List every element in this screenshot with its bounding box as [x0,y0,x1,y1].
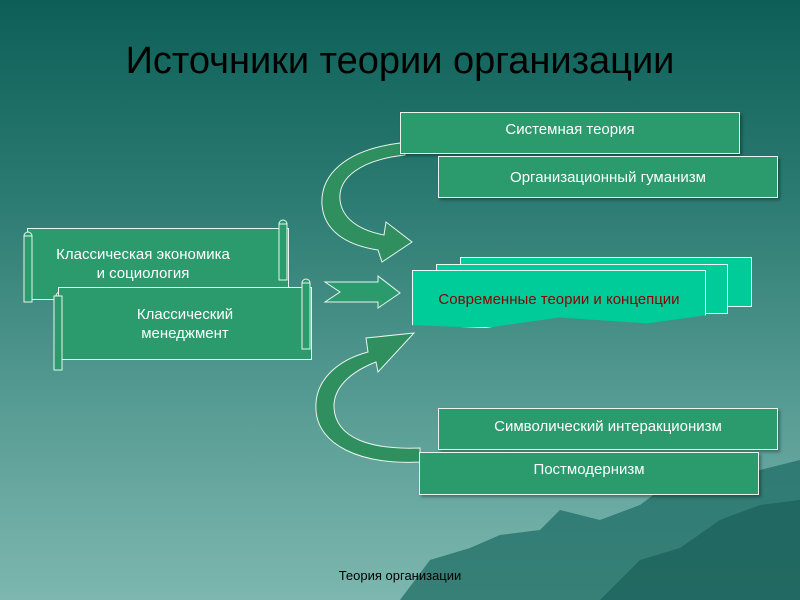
footer-text: Теория организации [338,568,462,583]
top-curved-arrow [321,142,413,263]
scroll-classical-management: Классический менеджмент [58,287,312,360]
box-org-humanism: Организационный гуманизм [438,156,778,198]
bottom-curved-arrow [315,332,421,463]
box-systems-theory: Системная теория [400,112,740,154]
box-symbolic-interactionism-label: Символический интеракционизм [494,418,722,435]
scroll-classical-management-label: Классический менеджмент [136,305,234,342]
small-right-arrow [323,274,401,309]
box-org-humanism-label: Организационный гуманизм [510,168,706,186]
box-systems-theory-label: Системная теория [505,121,635,138]
box-postmodernism: Постмодернизм [419,452,759,495]
center-label: Современные теории и концепции [438,290,680,308]
center-doc-front: Современные теории и концепции [412,270,706,328]
page-title: Источники теории организации [125,40,675,82]
scroll-classical-economics-label: Классическая экономика и социология [56,246,230,282]
box-symbolic-interactionism: Символический интеракционизм [438,408,778,450]
box-postmodernism-label: Постмодернизм [533,461,645,478]
